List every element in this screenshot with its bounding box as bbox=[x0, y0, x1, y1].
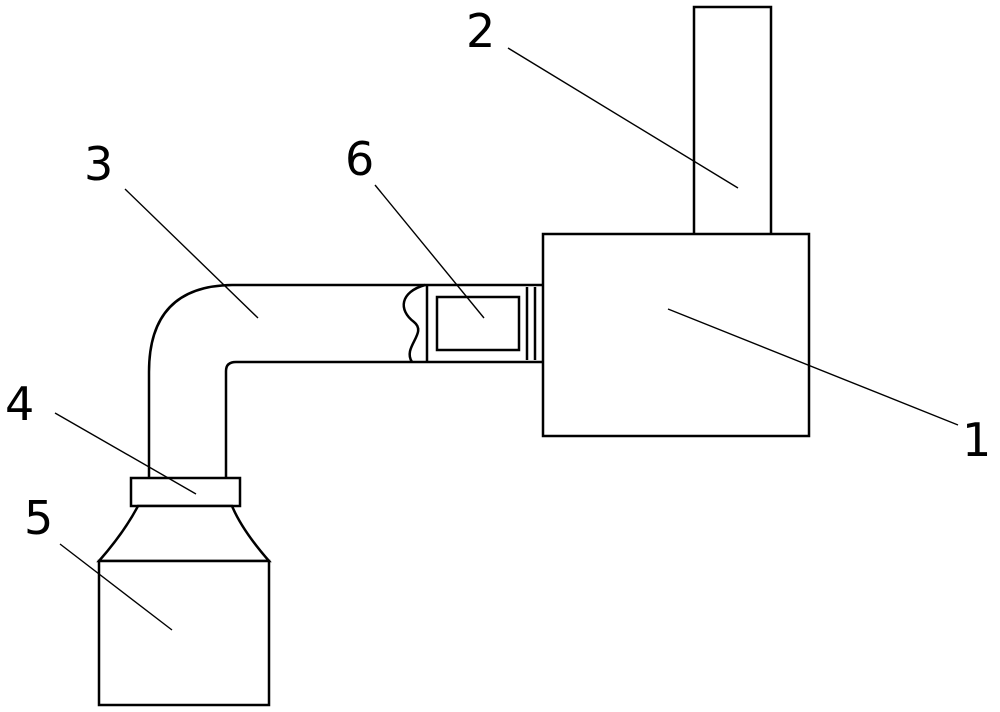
cutaway-break-line bbox=[402, 283, 426, 363]
label-part-1: 1 bbox=[962, 413, 991, 467]
label-part-4: 4 bbox=[5, 377, 34, 431]
leader-line-3 bbox=[124, 188, 259, 319]
label-part-6: 6 bbox=[345, 132, 374, 186]
part-6-body bbox=[435, 295, 521, 352]
leader-line-1 bbox=[667, 308, 959, 426]
part-6-inline-component bbox=[402, 283, 537, 363]
part-5-body bbox=[97, 559, 271, 707]
part-2-vertical-stack bbox=[692, 5, 773, 237]
leader-line-2 bbox=[507, 47, 739, 189]
label-part-2: 2 bbox=[466, 4, 495, 58]
part-4-connector-ring bbox=[129, 476, 242, 508]
leader-line-5 bbox=[59, 543, 173, 631]
part-5-container bbox=[96, 504, 272, 707]
part-3-elbow-pipe bbox=[147, 283, 543, 478]
pipe-outer-wall bbox=[147, 283, 543, 478]
label-part-5: 5 bbox=[24, 491, 53, 545]
leader-line-6 bbox=[374, 184, 485, 319]
leader-line-4 bbox=[54, 412, 197, 495]
part-1-main-box bbox=[541, 232, 811, 438]
label-part-3: 3 bbox=[84, 137, 113, 191]
pipe-inner-wall bbox=[224, 360, 543, 478]
part-5-shoulder bbox=[96, 504, 272, 563]
